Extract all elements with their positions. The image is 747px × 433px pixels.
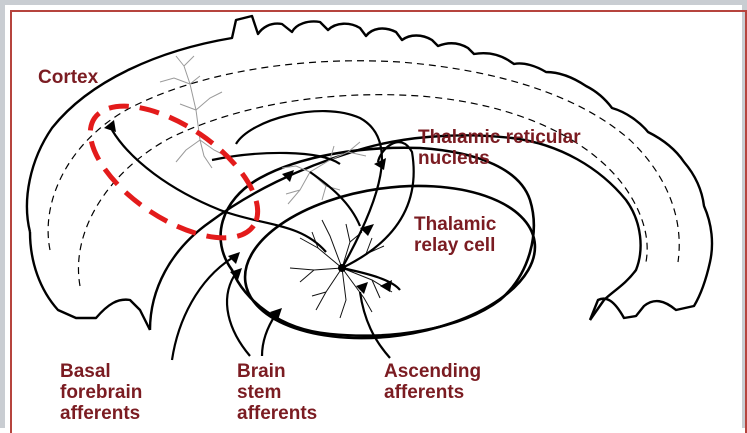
label-thalamic-reticular-nucleus: Thalamic reticular nucleus [418, 127, 581, 169]
highlight-dashed-ellipse [69, 80, 280, 264]
relay-terminal-5 [356, 282, 368, 294]
label-ascending-afferents: Ascending afferents [384, 361, 481, 403]
label-thalamic-relay-cell: Thalamic relay cell [414, 214, 496, 256]
cortex-terminal [104, 120, 116, 132]
label-ascending-line-2: afferents [384, 382, 481, 403]
basal-forebrain-afferent-line [172, 258, 232, 360]
label-brainstem-line-1: Brain [237, 361, 317, 382]
label-relay-line-1: Thalamic [414, 214, 496, 235]
thalamic-relay-nucleus [235, 168, 545, 355]
label-relay-line-2: relay cell [414, 235, 496, 256]
label-brainstem-line-2: stem [237, 382, 317, 403]
label-brain-stem-afferents: Brain stem afferents [237, 361, 317, 424]
label-cortex: Cortex [38, 67, 98, 88]
relay-terminal-1 [360, 224, 374, 236]
relay-terminal-6 [380, 280, 392, 292]
label-basal-forebrain-afferents: Basal forebrain afferents [60, 361, 142, 424]
corticothalamic-axon [112, 130, 326, 252]
label-trn-line-2: nucleus [418, 148, 581, 169]
trn-terminal-1 [282, 170, 294, 182]
label-brainstem-line-3: afferents [237, 403, 317, 424]
label-cortex-line: Cortex [38, 67, 98, 88]
relay-terminal-2 [228, 252, 240, 264]
cortical-pyramidal-neuron [160, 56, 226, 168]
label-basal-line-1: Basal [60, 361, 142, 382]
brainstem-afferent-line-b [262, 314, 276, 356]
cortex-lamina-dashed-outer [48, 61, 679, 262]
ascending-afferent-line [360, 292, 390, 358]
cortex-lower-left-edge [30, 232, 150, 330]
label-trn-line-1: Thalamic reticular [418, 127, 581, 148]
label-basal-line-2: forebrain [60, 382, 142, 403]
trn-terminal-2 [374, 158, 386, 170]
label-basal-line-3: afferents [60, 403, 142, 424]
label-ascending-line-1: Ascending [384, 361, 481, 382]
